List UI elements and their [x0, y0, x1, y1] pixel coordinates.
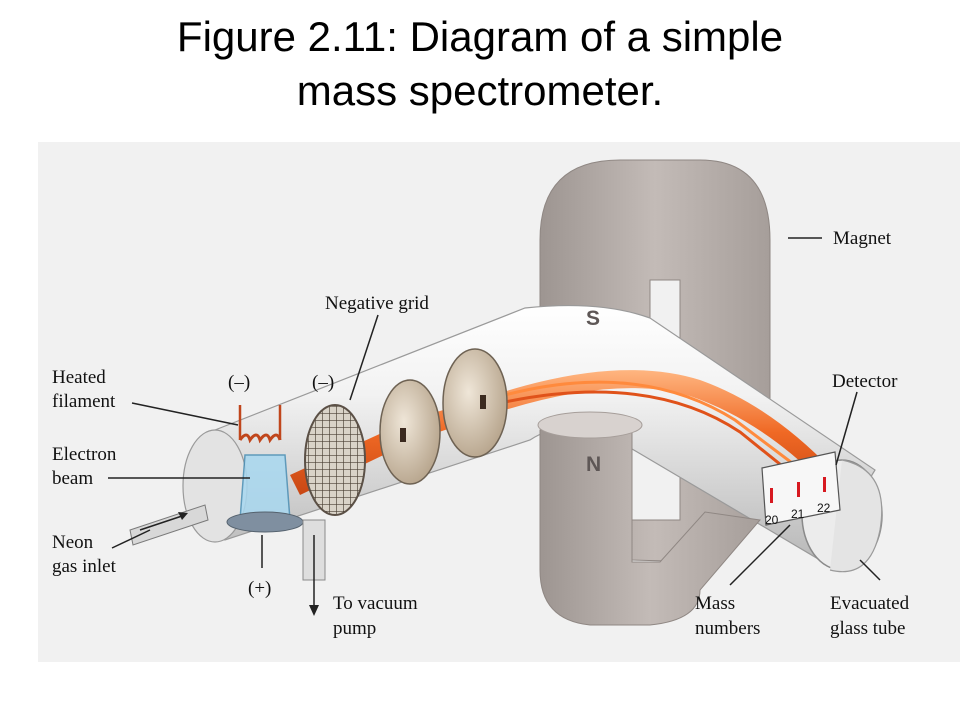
vacuum-pump-pipe [302, 519, 326, 616]
label-negative-grid: Negative grid [325, 293, 429, 314]
title-line-1: Figure 2.11: Diagram of a simple [176, 13, 784, 60]
detector-mark-22 [823, 477, 826, 492]
label-mass-numbers-1: Mass [695, 593, 735, 614]
label-heated-filament-1: Heated [52, 367, 106, 388]
label-neon-gas-inlet-2: gas inlet [52, 556, 117, 577]
negative-grid [304, 404, 366, 516]
detector-mark-21 [797, 482, 800, 497]
accelerator-plates [379, 348, 508, 485]
label-electron-beam-2: beam [52, 468, 93, 489]
neon-gas-inlet [129, 504, 209, 546]
detector: 20 21 22 [761, 451, 841, 527]
label-detector: Detector [832, 371, 898, 392]
title-line-2: mass spectrometer. [296, 67, 664, 114]
evacuated-glass-tube [182, 304, 883, 573]
magnet-lower-arm [537, 411, 761, 626]
label-plus: (+) [248, 578, 271, 599]
label-minus-right: (–) [312, 372, 334, 393]
label-evacuated-tube-2: glass tube [830, 618, 905, 639]
label-mass-numbers-2: numbers [695, 618, 760, 639]
pole-north-label: N [586, 453, 601, 476]
label-magnet: Magnet [833, 228, 892, 249]
detector-mark-20 [770, 488, 773, 503]
mass-number-20: 20 [765, 513, 779, 527]
electron-beam [226, 454, 304, 533]
label-heated-filament-2: filament [52, 391, 116, 412]
mass-number-21: 21 [791, 507, 805, 521]
label-minus-left: (–) [228, 372, 250, 393]
leader-lines [108, 237, 881, 586]
label-electron-beam-1: Electron [52, 444, 117, 465]
mass-number-22: 22 [817, 501, 831, 515]
heated-filament [238, 405, 282, 444]
label-evacuated-tube-1: Evacuated [830, 593, 910, 614]
label-vacuum-pump-2: pump [333, 618, 376, 639]
page-title: Figure 2.11: Diagram of a simple mass sp… [0, 10, 960, 118]
label-neon-gas-inlet-1: Neon [52, 532, 94, 553]
pole-south-label: S [586, 307, 600, 330]
label-vacuum-pump-1: To vacuum [333, 593, 418, 614]
